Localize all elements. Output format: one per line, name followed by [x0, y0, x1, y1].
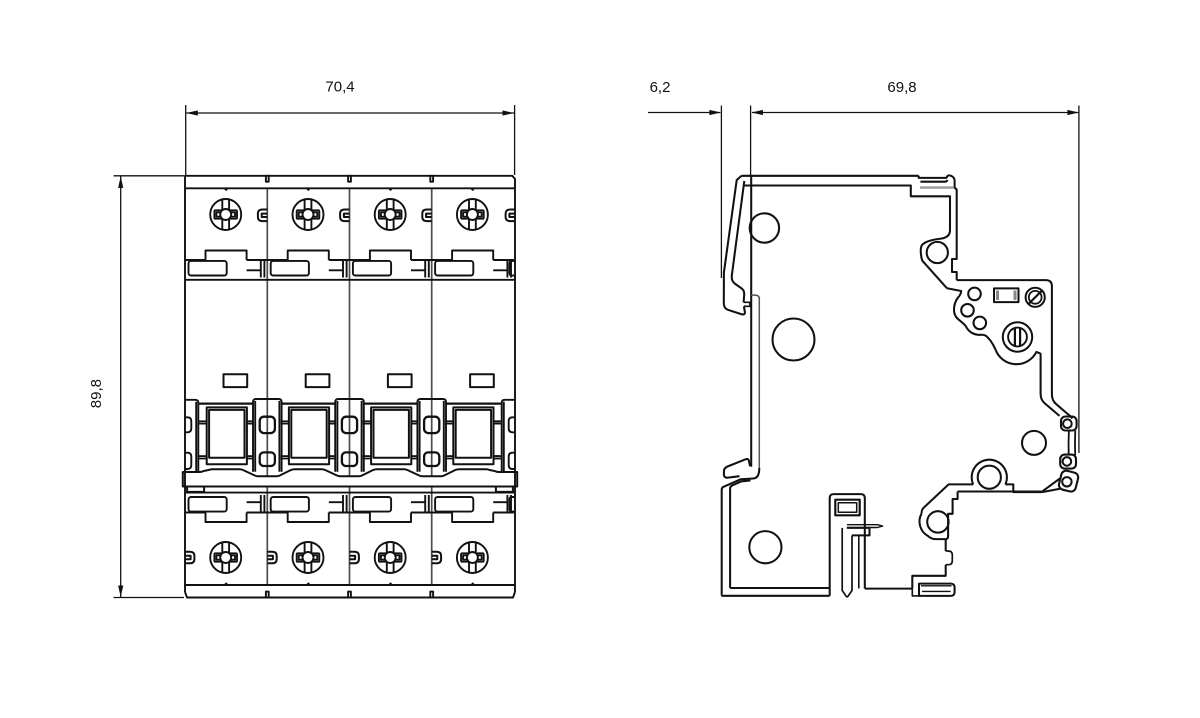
svg-text:69,8: 69,8 — [887, 79, 916, 96]
svg-text:89,8: 89,8 — [88, 379, 105, 408]
svg-text:6,2: 6,2 — [650, 79, 671, 96]
svg-text:70,4: 70,4 — [325, 79, 354, 96]
